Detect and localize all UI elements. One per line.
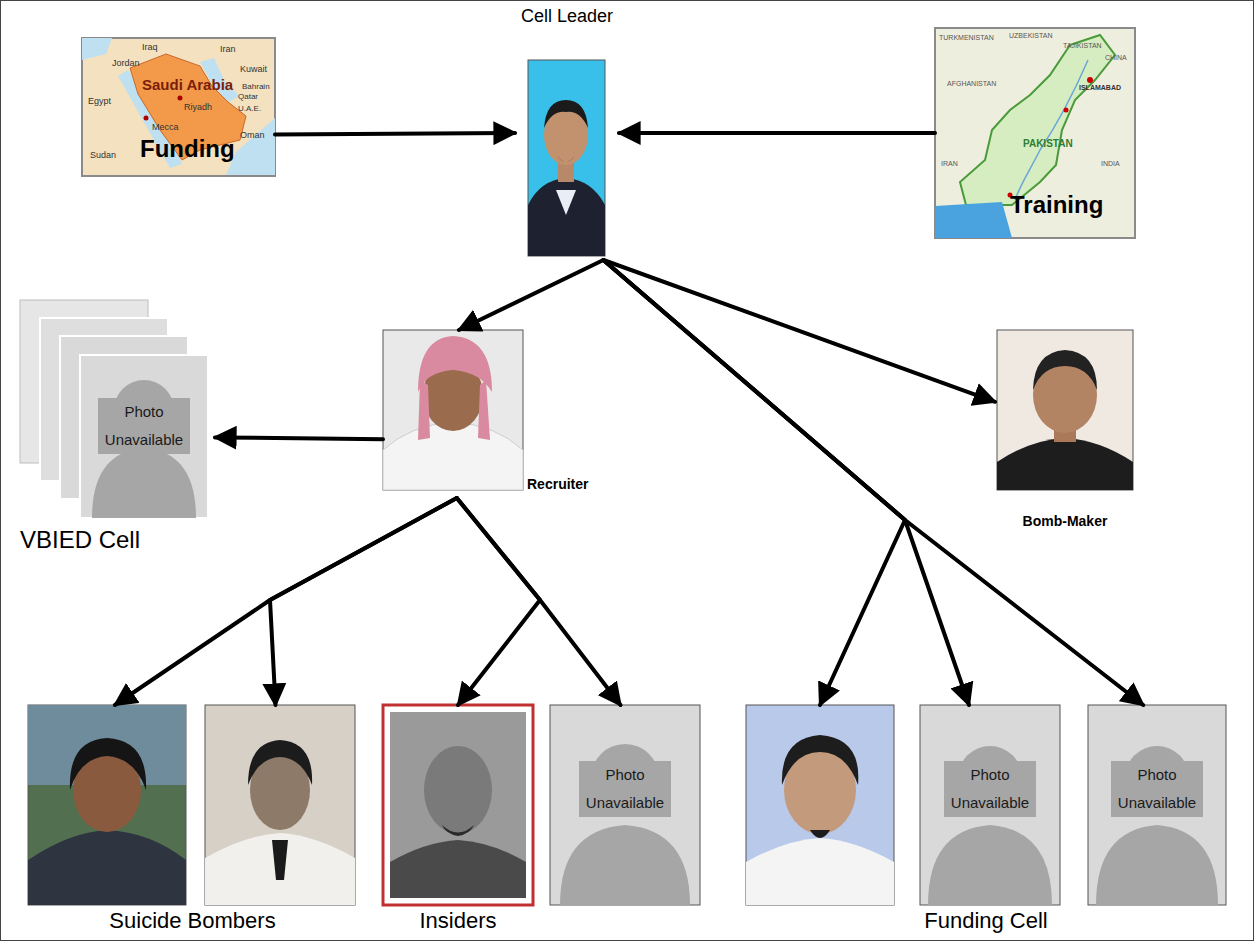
person-box: Bomb-Maker <box>995 330 1135 535</box>
map-box: Funding Iraq IranJordanKuwaitBahrainQatarU… <box>82 38 275 176</box>
arrow-connector <box>115 498 457 705</box>
photo-recruiter <box>383 330 523 490</box>
group-label: Suicide Bombers <box>25 908 360 933</box>
map-place-label: Egypt <box>88 96 111 106</box>
map-place-label: TAJIKISTAN <box>1063 42 1102 50</box>
photo-bomber-2 <box>205 705 355 905</box>
photo-bomber-1 <box>28 705 186 905</box>
group-label: VBIED Cell <box>20 526 140 554</box>
photo-stack <box>20 300 208 518</box>
arrow-connector <box>270 498 457 705</box>
map-place-label: IRAN <box>941 160 958 168</box>
placeholder-text: Photo Unavailable <box>579 761 671 817</box>
map-place-label: Iran <box>220 44 236 54</box>
arrow-connector <box>619 131 935 135</box>
arrow-connector <box>457 498 621 705</box>
map-place-label: Kuwait <box>240 64 267 74</box>
group-box: Photo UnavailableVBIED Cell <box>15 298 215 566</box>
map-place-label: INDIA <box>1101 160 1120 168</box>
photo-box <box>205 705 355 905</box>
arrow-connector <box>275 133 515 135</box>
arrow-connector <box>215 437 383 439</box>
placeholder-text: Photo Unavailable <box>98 398 190 454</box>
photo-box: Photo Unavailable <box>550 705 700 905</box>
map-title: Training <box>1010 191 1103 219</box>
arrow-connector <box>603 260 995 402</box>
group-label: Funding Cell <box>743 908 1229 933</box>
group-box: Suicide Bombers <box>25 703 360 939</box>
arrow-connector <box>459 260 604 330</box>
role-label: Recruiter <box>527 476 588 492</box>
map-place-label: UZBEKISTAN <box>1009 32 1052 40</box>
placeholder-text: Photo Unavailable <box>944 761 1036 817</box>
role-label: Bomb-Maker <box>995 513 1135 529</box>
map-place-label: Bahrain <box>242 82 270 91</box>
photo-bomb-maker <box>997 330 1133 490</box>
map-place-label: Mecca <box>152 122 179 132</box>
map-place-label: AFGHANISTAN <box>947 80 996 88</box>
map-pakistan <box>935 28 1135 238</box>
photo-leader <box>528 60 605 256</box>
placeholder-text: Photo Unavailable <box>1111 761 1203 817</box>
map-place-label: Jordan <box>112 58 140 68</box>
map-place-label: CHINA <box>1105 54 1127 62</box>
group-box: Funding Cell Photo Unavailable Photo Unava… <box>743 703 1229 939</box>
map-title: Funding <box>140 135 235 163</box>
map-place-label: TURKMENISTAN <box>939 34 994 42</box>
photo-box <box>746 705 894 905</box>
photo-insider <box>383 705 533 905</box>
photo-box: Photo Unavailable <box>920 705 1060 905</box>
map-place-label: PAKISTAN <box>1023 138 1073 150</box>
map-place-label: Sudan <box>90 150 116 160</box>
placeholder-photo <box>1088 705 1226 905</box>
photo-box <box>28 705 186 905</box>
group-box: Insiders Photo Unavailable <box>380 703 705 939</box>
map-arabia <box>82 38 275 176</box>
arrow-connector <box>603 260 1143 705</box>
map-box: Training TURKMENISTAN UZBEKISTAN TAJIKISTAN… <box>935 28 1135 238</box>
placeholder-photo <box>550 705 700 905</box>
arrow-connector <box>457 498 540 705</box>
photo-box <box>383 705 533 905</box>
photo-box: Photo Unavailable <box>1088 705 1226 905</box>
group-label: Insiders <box>380 908 536 933</box>
placeholder-photo <box>920 705 1060 905</box>
person-box: Recruiter <box>383 330 588 498</box>
person-box: Cell Leader <box>515 6 619 260</box>
map-place-label: Iraq <box>142 42 158 52</box>
map-place-label: Oman <box>240 130 265 140</box>
photo-funder <box>746 705 894 905</box>
map-place-label: Riyadh <box>184 102 212 112</box>
role-label: Cell Leader <box>515 6 619 27</box>
map-place-label: Qatar <box>238 92 258 101</box>
arrow-connector <box>603 260 969 705</box>
map-place-label: U.A.E. <box>238 104 261 113</box>
map-place-label: Saudi Arabia <box>142 76 233 93</box>
map-place-label: ISLAMABAD <box>1079 84 1121 92</box>
